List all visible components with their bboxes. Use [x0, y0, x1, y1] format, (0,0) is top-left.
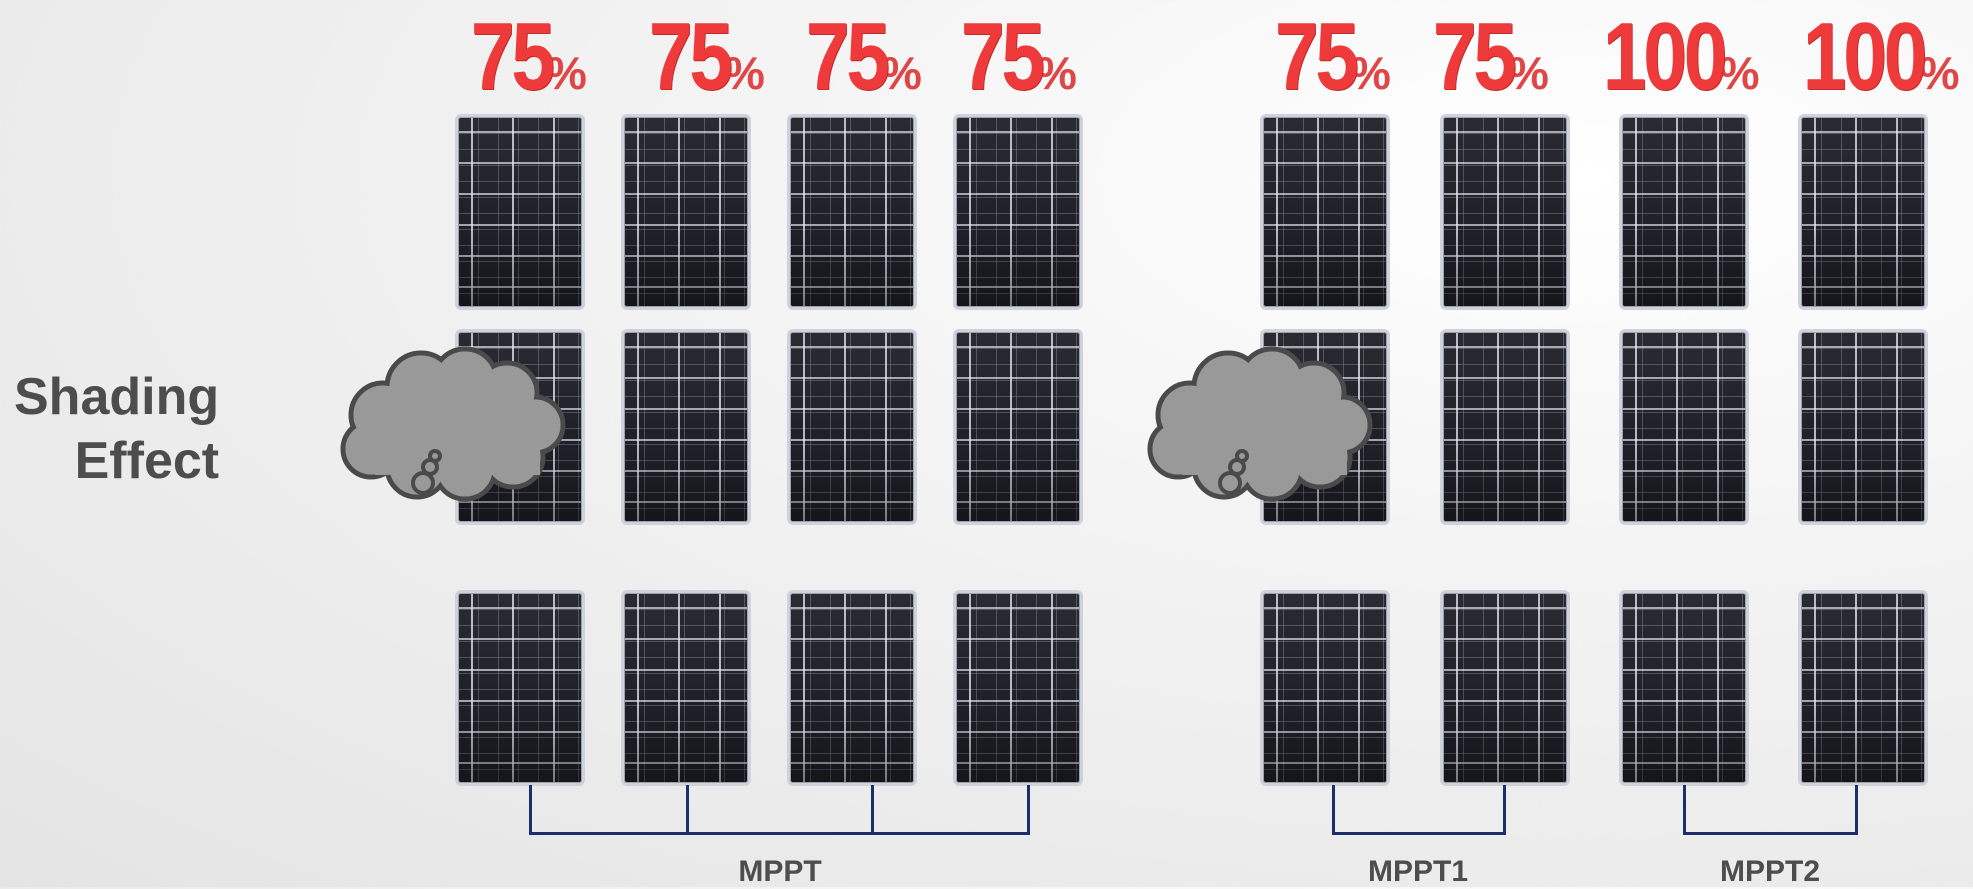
bus-drop-wire [529, 785, 532, 835]
solar-panel [624, 332, 748, 522]
solar-panel [1801, 117, 1925, 307]
mppt-bus-wire [529, 832, 1030, 835]
bus-drop-wire [1027, 785, 1030, 835]
solar-panel [956, 332, 1080, 522]
solar-panel [1801, 332, 1925, 522]
mppt1-label: MPPT1 [1367, 855, 1469, 888]
mppt1-bus-wire [1332, 832, 1506, 835]
title-line-1: Shading [14, 368, 220, 426]
bus-drop-wire [1855, 785, 1858, 835]
cloud-icon [340, 346, 566, 502]
solar-panel [1443, 593, 1567, 783]
pct-left-4: 75% [960, 3, 1077, 110]
pct-right-2: 75% [1432, 3, 1549, 110]
solar-panel [1443, 332, 1567, 522]
pct-right-4: 100% [1803, 3, 1960, 110]
solar-panel [956, 593, 1080, 783]
bus-drop-wire [1503, 785, 1506, 835]
solar-panel [624, 117, 748, 307]
solar-panel [1801, 593, 1925, 783]
pct-right-1: 75% [1274, 3, 1391, 110]
solar-panel [790, 332, 914, 522]
bus-drop-wire [1683, 785, 1686, 835]
solar-panel [790, 593, 914, 783]
bus-drop-wire [871, 785, 874, 835]
bus-drop-wire [686, 785, 689, 835]
solar-panel [956, 117, 1080, 307]
bus-drop-wire [1332, 785, 1335, 835]
solar-panel [458, 117, 582, 307]
pct-left-2: 75% [648, 3, 765, 110]
solar-panel [1622, 332, 1746, 522]
title-line-2: Effect [74, 432, 220, 490]
shading-effect-title: Shading Effect [14, 365, 219, 493]
solar-panel [1622, 593, 1746, 783]
solar-panel [458, 593, 582, 783]
pct-left-3: 75% [805, 3, 922, 110]
solar-panel [1263, 117, 1387, 307]
mppt-label: MPPT [738, 855, 822, 888]
mppt2-bus-wire [1683, 832, 1858, 835]
solar-panel [790, 117, 914, 307]
mppt2-label: MPPT2 [1719, 855, 1821, 888]
cloud-icon [1147, 346, 1373, 502]
solar-panel [1263, 593, 1387, 783]
pct-right-3: 100% [1603, 3, 1760, 110]
solar-panel [1443, 117, 1567, 307]
pct-left-1: 75% [470, 3, 587, 110]
solar-panel [624, 593, 748, 783]
solar-panel [1622, 117, 1746, 307]
